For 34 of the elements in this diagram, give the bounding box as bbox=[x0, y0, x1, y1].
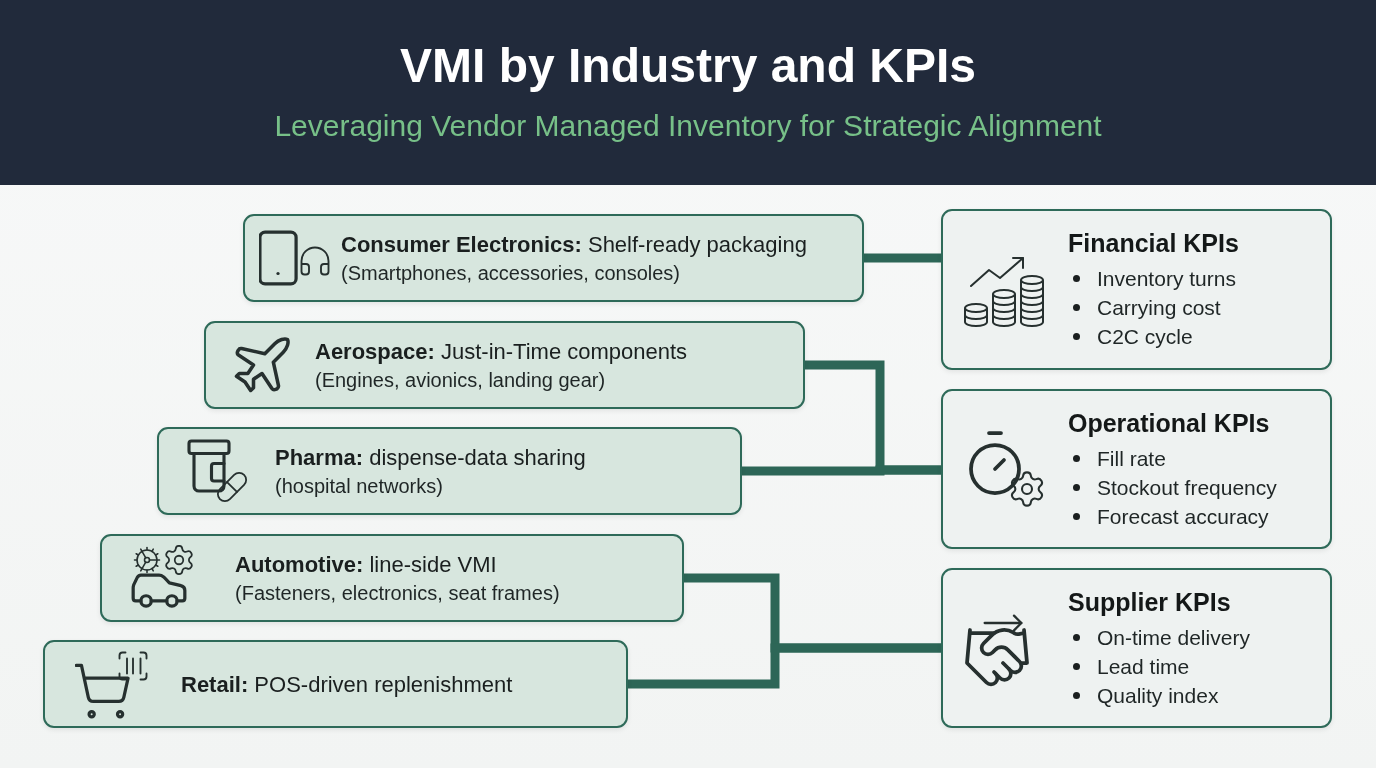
industry-examples: (Smartphones, accessories, consoles) bbox=[341, 260, 681, 286]
kpi-item: Stockout frequency bbox=[1097, 475, 1277, 501]
kpi-item: Inventory turns bbox=[1097, 266, 1236, 292]
kpi-item: Forecast accuracy bbox=[1097, 504, 1269, 530]
industry-examples: (hospital networks) bbox=[275, 473, 443, 499]
connector-line bbox=[864, 253, 941, 263]
kpi-item: Lead time bbox=[1097, 654, 1190, 680]
kpi-heading: Financial KPIs bbox=[1068, 228, 1239, 259]
industry-card bbox=[204, 321, 805, 409]
kpi-heading: Operational KPIs bbox=[1068, 408, 1270, 439]
kpi-item: On-time delivery bbox=[1097, 625, 1250, 651]
industry-examples: (Fasteners, electronics, seat frames) bbox=[235, 580, 560, 606]
kpi-item: Quality index bbox=[1097, 683, 1219, 709]
kpi-heading: Supplier KPIs bbox=[1068, 587, 1231, 618]
subtitle: Leveraging Vendor Managed Inventory for Strategic Alignment bbox=[274, 108, 1102, 144]
kpi-card bbox=[941, 209, 1332, 370]
connector-line bbox=[628, 643, 941, 689]
kpi-card bbox=[941, 389, 1332, 549]
kpi-item: Carrying cost bbox=[1097, 295, 1221, 321]
industry-title: Aerospace: Just-in-Time components bbox=[315, 337, 688, 366]
kpi-card bbox=[941, 568, 1332, 728]
industry-title: Consumer Electronics: Shelf-ready packaging bbox=[341, 230, 807, 259]
kpi-item: C2C cycle bbox=[1097, 324, 1193, 350]
connector-line bbox=[742, 465, 941, 476]
industry-card bbox=[100, 534, 684, 622]
industry-card bbox=[243, 214, 864, 302]
industry-title: Pharma: dispense-data sharing bbox=[275, 443, 586, 472]
industry-title: Retail: POS-driven replenishment bbox=[181, 670, 513, 699]
industry-card bbox=[43, 640, 628, 728]
industry-card bbox=[157, 427, 742, 515]
industry-examples: (Engines, avionics, landing gear) bbox=[315, 367, 606, 393]
kpi-item: Fill rate bbox=[1097, 446, 1166, 472]
title: VMI by Industry and KPIs bbox=[399, 38, 977, 94]
industry-title: Automotive: line-side VMI bbox=[235, 550, 497, 579]
